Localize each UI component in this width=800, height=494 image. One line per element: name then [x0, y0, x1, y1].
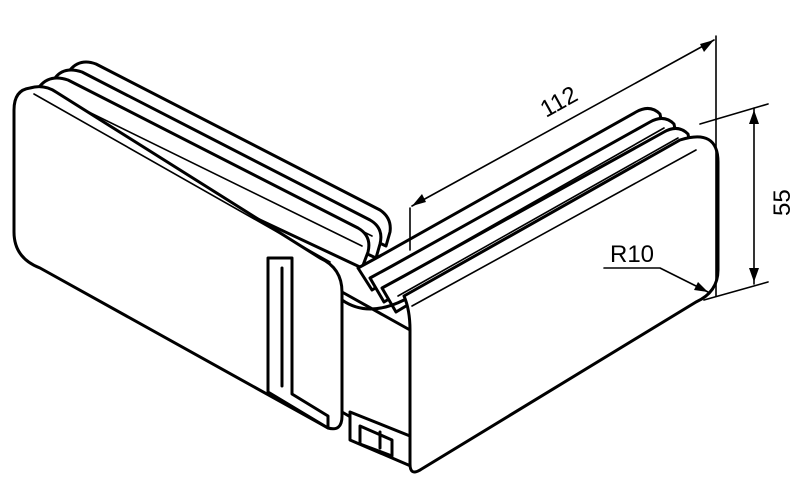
- dimension-height-label: 55: [769, 189, 796, 216]
- center-fillet-line: [340, 298, 406, 311]
- dimension-length: [409, 35, 717, 297]
- left-front-plate: [12, 85, 344, 431]
- radius-label: R10: [610, 241, 654, 268]
- dimension-height: [699, 103, 769, 301]
- right-front-plate: [402, 135, 720, 474]
- left-back-plate-1: [28, 76, 371, 270]
- radius-leader: [603, 267, 709, 293]
